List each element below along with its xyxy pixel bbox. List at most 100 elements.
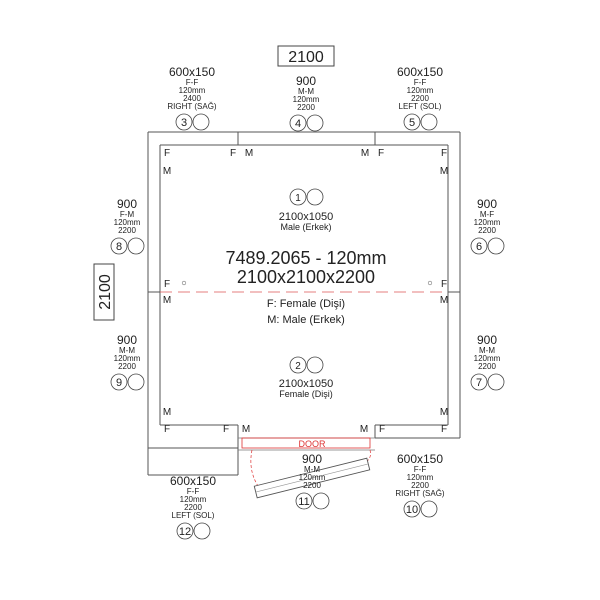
door: DOOR	[241, 437, 371, 499]
floor-panel-1: 1 2100x1050 Male (Erkek)	[279, 188, 333, 232]
wall-panel-spec-line: 120mm	[180, 495, 207, 504]
panel-number-circle	[403, 113, 421, 131]
wall-panel-spec-line: M-M	[304, 465, 320, 474]
left-dimension-box	[93, 263, 115, 321]
panel-number: 10	[406, 504, 418, 516]
panel-number: 9	[116, 377, 122, 389]
panel-number-circle	[306, 114, 324, 132]
wall-panel-spec-line: 2200	[184, 503, 202, 512]
wall-panel-spec-line: F-M	[120, 210, 135, 219]
wall-panel-spec-line: 2200	[118, 362, 136, 371]
panel-number: 12	[179, 526, 191, 538]
floor-panel-2: 2 2100x1050 Female (Dişi)	[279, 356, 333, 399]
joint-mark-male: M	[163, 295, 171, 306]
room-spec: 7489.2065 - 120mm 2100x2100x2200 F: Fema…	[225, 248, 386, 326]
joint-mark-female: F	[164, 148, 170, 159]
wall-panel-spec-line: 120mm	[293, 95, 320, 104]
wall-panel-spec-line: 900	[117, 333, 137, 347]
panel-number-circle	[312, 492, 330, 510]
floor-panel-number: 2	[295, 361, 301, 372]
panel-number: 7	[476, 377, 482, 389]
wall-panel-spec-line: 900	[302, 452, 322, 466]
joint-mark-male: M	[245, 148, 253, 159]
panel-number-circle	[420, 500, 438, 518]
left-dimension: 2100	[97, 274, 114, 310]
panel-number-circle	[289, 114, 307, 132]
joint-mark-female: F	[164, 279, 170, 290]
panel-number-circle	[192, 113, 210, 131]
joint-marks: F M F M M F F M F M F M M F F M M F M F	[163, 148, 448, 435]
wall-panel-spec-line: M-F	[480, 210, 494, 219]
joint-mark-male: M	[440, 166, 448, 177]
panel-number-circle	[403, 500, 421, 518]
wall-panel-spec-line: 900	[477, 333, 497, 347]
wall-panel-spec-line: M-M	[298, 87, 314, 96]
panel-number-circle	[487, 237, 505, 255]
wall-panel-spec-line: M-M	[119, 346, 135, 355]
floor-panel-type: Female (Dişi)	[279, 389, 333, 399]
panel-number-circle	[175, 113, 193, 131]
joint-mark-female: F	[230, 148, 236, 159]
wall-panel-spec-line: 2200	[478, 226, 496, 235]
wall-panel-spec-line: 2200	[411, 94, 429, 103]
panel-number: 6	[476, 241, 482, 253]
joint-mark-female: F	[441, 424, 447, 435]
panel-number-circle	[470, 237, 488, 255]
floor-panel-size: 2100x1050	[279, 211, 333, 223]
wall-panel-spec-line: 600x150	[397, 452, 443, 466]
wall-panel-spec-line: M-M	[479, 346, 495, 355]
wall-panel-spec-line: 120mm	[114, 354, 141, 363]
panel-number: 4	[295, 118, 301, 130]
joint-mark-male: M	[440, 295, 448, 306]
wall-panel-spec-line: 2400	[183, 94, 201, 103]
wall-panel-spec-line: F-F	[187, 487, 200, 496]
room-code: 7489.2065 - 120mm	[225, 248, 386, 268]
joint-mark-male: M	[361, 148, 369, 159]
panel-number-circle	[420, 113, 438, 131]
panel-number-circle	[470, 373, 488, 391]
door-label: DOOR	[299, 439, 327, 449]
panel-number-circle	[295, 492, 313, 510]
panel-number-circle	[487, 373, 505, 391]
room-size: 2100x2100x2200	[237, 267, 375, 287]
legend-male: M: Male (Erkek)	[267, 314, 345, 326]
wall-panel-spec-line: F-F	[414, 78, 427, 87]
joint-mark-female: F	[379, 424, 385, 435]
floor-panel-type: Male (Erkek)	[280, 222, 331, 232]
joint-mark-female: F	[441, 148, 447, 159]
panel-number: 8	[116, 241, 122, 253]
top-dimension-box	[277, 45, 335, 67]
wall-panel-spec-line: 2200	[411, 481, 429, 490]
panel-number-circle	[176, 522, 194, 540]
joint-mark-male: M	[242, 424, 250, 435]
legend-female: F: Female (Dişi)	[267, 298, 345, 310]
panel-number: 3	[181, 117, 187, 129]
joint-mark-female: F	[441, 279, 447, 290]
wall-panel-spec-line: 2200	[297, 103, 315, 112]
floor-panel-size: 2100x1050	[279, 378, 333, 390]
panel-number-circle	[193, 522, 211, 540]
wall-panel-spec-line: F-F	[186, 78, 199, 87]
floor-panel-number: 1	[295, 193, 301, 204]
wall-panel-spec-line: F-F	[414, 465, 427, 474]
wall-panel-spec-line: 600x150	[170, 474, 216, 488]
panel-number-circle	[110, 373, 128, 391]
wall-panel-spec-line: LEFT (SOL)	[172, 511, 215, 520]
door-leaf	[253, 457, 371, 499]
panel-number-circle	[127, 237, 145, 255]
wall-panel-spec-line: 120mm	[114, 218, 141, 227]
joint-mark-female: F	[378, 148, 384, 159]
panel-number-circle	[110, 237, 128, 255]
wall-panel-spec-line: 600x150	[397, 65, 443, 79]
